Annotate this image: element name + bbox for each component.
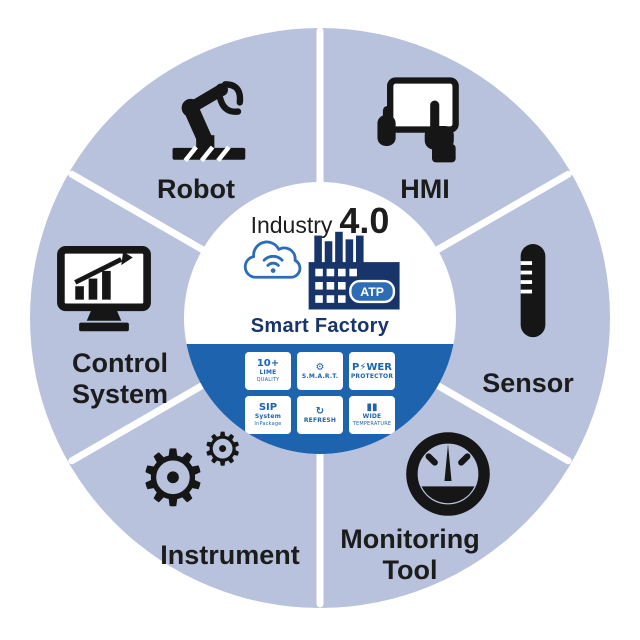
badge-line: SIP — [258, 402, 278, 413]
robot-arm-icon — [172, 81, 246, 163]
feature-badge-refresh: ↻ REFRESH — [297, 396, 343, 434]
hub-subtitle: Smart Factory — [250, 315, 390, 337]
badge-row-2: SIP System InPackage ↻ REFRESH ▮▮ WIDE T… — [184, 396, 456, 434]
gear-icon: ⚙ — [315, 361, 325, 373]
hands-tablet-icon — [377, 77, 459, 163]
hub-title: Industry 4.0 — [184, 200, 456, 242]
thermometer-icon: ▮▮ — [366, 402, 378, 413]
badge-row-1: 10+ LIME QUALITY ⚙ S.M.A.R.T. P⚡WER PROT… — [184, 352, 456, 390]
factory-icon: ATP — [308, 231, 400, 310]
badge-line: P⚡WER — [352, 361, 392, 373]
sensor-probe-icon — [520, 244, 546, 338]
atp-badge — [349, 279, 396, 304]
segment-label-hmi: HMI — [400, 174, 450, 204]
feature-band: 10+ LIME QUALITY ⚙ S.M.A.R.T. P⚡WER PROT… — [184, 344, 456, 454]
monitor-chart-icon — [57, 246, 151, 332]
feature-badge-power-protector: P⚡WER PROTECTOR — [349, 352, 395, 390]
badge-line: System — [254, 413, 282, 420]
segment-label-control-system: Control System — [71, 348, 169, 409]
badge-line: InPackage — [254, 421, 282, 427]
badge-line: REFRESH — [303, 416, 337, 424]
segment-label-robot: Robot — [157, 174, 235, 204]
refresh-icon: ↻ — [315, 405, 325, 417]
feature-badge-smart: ⚙ S.M.A.R.T. — [297, 352, 343, 390]
title-version: 4.0 — [339, 200, 390, 241]
badge-line: QUALITY — [256, 377, 280, 383]
wifi-cloud-icon — [243, 240, 302, 279]
badge-line: PROTECTOR — [350, 372, 394, 380]
title-prefix: Industry — [250, 212, 333, 238]
badge-line: LIME — [259, 369, 277, 376]
segment-label-instrument: Instrument — [160, 540, 300, 570]
feature-badge-lime: 10+ LIME QUALITY — [245, 352, 291, 390]
badge-line: TEMPERATURE — [352, 421, 392, 427]
badge-line: WIDE — [362, 413, 382, 420]
segment-label-sensor: Sensor — [482, 368, 574, 398]
center-hub: Industry 4.0 — [184, 182, 456, 454]
feature-badge-wide-temperature: ▮▮ WIDE TEMPERATURE — [349, 396, 395, 434]
segment-label-monitoring-tool: Monitoring Tool — [340, 524, 480, 585]
feature-badge-sip: SIP System InPackage — [245, 396, 291, 434]
cloud-factory-illustration: ATP — [243, 231, 400, 310]
badge-line: 10+ — [256, 358, 280, 369]
atp-badge-label: ATP — [360, 285, 384, 299]
badge-line: S.M.A.R.T. — [301, 372, 339, 380]
